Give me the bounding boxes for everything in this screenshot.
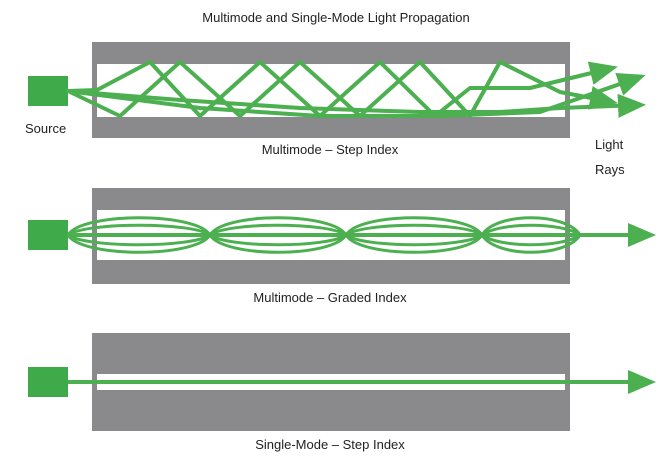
single-mode-fiber xyxy=(28,333,656,431)
light-source xyxy=(28,76,68,106)
light-source xyxy=(28,220,68,250)
graded-index-multimode-caption: Multimode – Graded Index xyxy=(253,290,407,305)
step-index-multimode-fiber xyxy=(28,42,646,138)
single-mode-caption: Single-Mode – Step Index xyxy=(255,437,405,452)
source-label: Source xyxy=(25,121,67,136)
light-rays-label-line2: Rays xyxy=(595,162,625,177)
light-rays xyxy=(66,60,646,118)
light-rays-label-line1: Light xyxy=(595,137,624,152)
light-source xyxy=(28,367,68,397)
step-index-multimode-caption: Multimode – Step Index xyxy=(261,142,399,157)
graded-index-multimode-fiber xyxy=(28,188,656,284)
diagram-title: Multimode and Single-Mode Light Propagat… xyxy=(202,10,470,25)
